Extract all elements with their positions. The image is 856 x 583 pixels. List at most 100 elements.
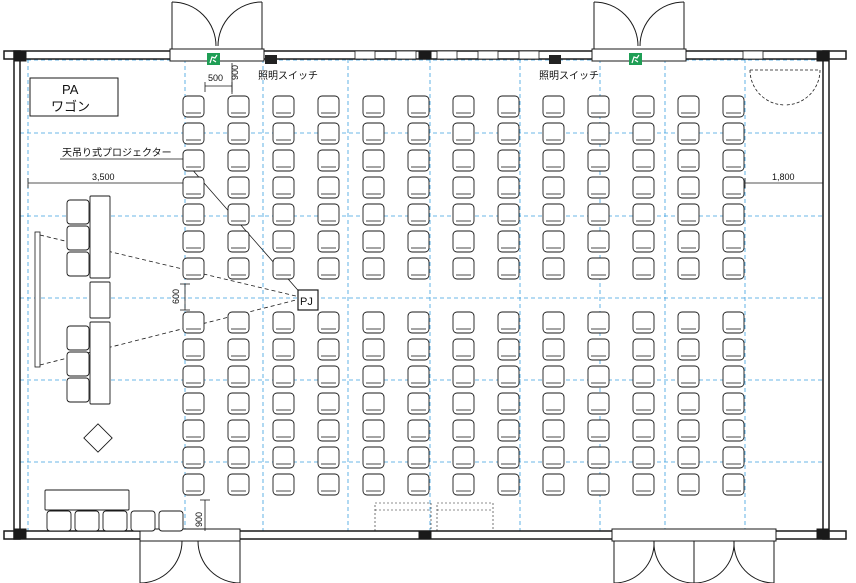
chair [452,230,475,253]
chair [497,95,520,118]
chair [587,419,610,442]
chair [407,95,430,118]
dimension-3500: 3,500 [92,172,115,182]
chair [182,95,205,118]
chair [542,419,565,442]
chair [542,365,565,388]
chair [182,392,205,415]
chair [362,446,385,469]
chair [317,419,340,442]
chair [317,230,340,253]
chair [722,149,745,172]
top-right-double-door[interactable] [591,1,687,62]
chair [362,95,385,118]
chair [362,203,385,226]
dimension-1800: 1,800 [772,172,795,182]
chair [227,392,250,415]
chair [227,419,250,442]
top-left-double-door[interactable] [169,1,265,62]
chair [227,95,250,118]
chair [317,149,340,172]
chair [722,338,745,361]
chair [317,473,340,496]
chair [272,392,295,415]
chair [182,257,205,280]
light-switch-label-left: 照明スイッチ [258,70,318,82]
wall-windows [354,50,764,60]
chair [677,149,700,172]
chair [182,446,205,469]
chair [632,365,655,388]
chair [227,257,250,280]
chair [227,446,250,469]
chair [677,338,700,361]
chair [632,338,655,361]
dimension-500: 500 [208,73,223,83]
chair [677,365,700,388]
light-switch-icon[interactable] [549,55,561,64]
stage-furniture [66,195,113,453]
chair [497,338,520,361]
chair [722,365,745,388]
chair [542,149,565,172]
chair [317,446,340,469]
chair [497,473,520,496]
chair [227,338,250,361]
bottom-left-double-door[interactable] [139,528,241,583]
chair [362,365,385,388]
chair [722,446,745,469]
chair [272,149,295,172]
chair [227,122,250,145]
chair [227,203,250,226]
wagon-label: ワゴン [51,99,90,114]
chair [542,473,565,496]
chair [542,338,565,361]
chair [587,149,610,172]
chair [632,419,655,442]
chair [407,311,430,334]
projector[interactable]: PJ [297,289,319,311]
chair [722,176,745,199]
interior-door-top-right[interactable] [749,69,821,106]
chair [452,203,475,226]
chair [542,446,565,469]
chair [182,473,205,496]
chair [677,392,700,415]
chair [722,392,745,415]
chair [317,311,340,334]
chair [632,473,655,496]
chair [632,176,655,199]
chair [407,149,430,172]
light-switch-icon[interactable] [265,55,277,64]
chair [362,176,385,199]
chair [317,257,340,280]
chair [227,149,250,172]
chair [452,392,475,415]
chair [497,365,520,388]
chair [317,95,340,118]
chair [407,203,430,226]
chair [362,419,385,442]
projector-note: 天吊り式プロジェクター [62,146,172,159]
bottom-right-double-door[interactable] [611,528,777,583]
chair [587,176,610,199]
chair [362,311,385,334]
chair [272,176,295,199]
projection-screen [34,231,41,368]
chair [227,365,250,388]
chair [677,203,700,226]
chair [722,122,745,145]
chair [632,311,655,334]
chair [677,257,700,280]
pa-wagon[interactable]: PA ワゴン [29,77,119,117]
chair [182,230,205,253]
chair [452,419,475,442]
chair [587,392,610,415]
chair [542,122,565,145]
chair [632,392,655,415]
chair [362,257,385,280]
light-switch-label-right: 照明スイッチ [539,70,599,82]
pa-label: PA [62,82,79,97]
chair [362,473,385,496]
chair [722,473,745,496]
